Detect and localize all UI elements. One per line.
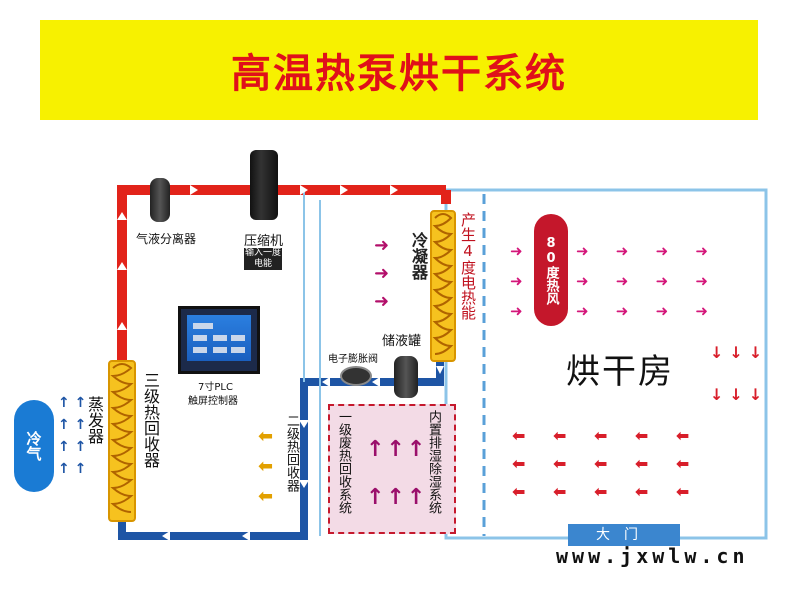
exp-valve-label: 电子膨胀阀 (328, 354, 378, 365)
plc-screen-bar (193, 347, 207, 353)
door-label: 大门 (596, 527, 652, 543)
return-air-arrows-down: ↓↓↓↓↓↓ (710, 343, 769, 404)
cold-pipe (118, 360, 444, 540)
separator-label: 气液分离器 (136, 232, 197, 246)
hot-air-label: 80度热风 (543, 235, 559, 305)
compressor-label: 压缩机 (244, 234, 284, 249)
red-pipe-arrows (117, 185, 398, 330)
heat-output-label: 产生4度电热能 (459, 212, 477, 320)
diagram-title: 高温热泵烘干系统 (231, 51, 567, 97)
cold-air-badge: 冷气 (14, 400, 54, 492)
recovery3-label: 三级热回收器 (141, 372, 160, 468)
recovery2-label: 二级热回收器 (284, 414, 299, 492)
dehumid-label: 内置排湿除湿系统 (426, 410, 441, 514)
hot-air-arrows-left: ➜➜➜ (510, 242, 523, 320)
plc-screen-bar (231, 335, 245, 341)
plc-screen-bar (231, 347, 245, 353)
recovery1-label: 一级废热回收系统 (336, 410, 351, 514)
hot-pipe-top (117, 185, 446, 366)
receiver-icon (394, 356, 418, 398)
cold-air-label: 冷气 (24, 431, 43, 461)
plc-screen-bar (193, 323, 213, 329)
plc-label-1: 7寸PLC (198, 382, 233, 393)
dehumid-box (328, 404, 456, 534)
separator-icon (150, 178, 170, 222)
receiver-label: 储液罐 (382, 334, 422, 349)
blue-pipe-arrows (162, 377, 380, 541)
plc-label-2: 触屏控制器 (188, 396, 238, 407)
exp-valve-icon (340, 366, 372, 386)
evaporator-label: 蒸发器 (85, 396, 104, 444)
door-bar (568, 524, 680, 546)
plc-panel[interactable] (178, 306, 260, 374)
dehumid-arrows: ↑↑↑↑↑↑ (366, 437, 428, 510)
return-air-arrows-left: ⬅ ⬅ ⬅ ⬅ ⬅⬅ ⬅ ⬅ ⬅ ⬅⬅ ⬅ ⬅ ⬅ ⬅ (512, 426, 690, 501)
plc-screen-bar (213, 347, 227, 353)
condenser-label: 冷凝器 (409, 232, 428, 280)
hot-air-badge: 80度热风 (534, 214, 568, 326)
watermark[interactable]: www.jxwlw.cn (556, 544, 749, 568)
title-banner: 高温热泵烘干系统 (40, 20, 758, 120)
plc-screen[interactable] (187, 315, 251, 361)
condenser-coil (430, 210, 456, 362)
plc-screen-bar (193, 335, 207, 341)
recovery2-arrows: ⬅⬅⬅ (258, 426, 274, 507)
plc-screen-bar (213, 335, 227, 341)
hot-air-arrows-right: ➜ ➜ ➜ ➜➜ ➜ ➜ ➜➜ ➜ ➜ ➜ (576, 242, 708, 320)
evaporator-coil (108, 360, 136, 522)
drying-room-label: 烘干房 (566, 352, 674, 392)
cold-air-arrows: ↑ ↑↑ ↑↑ ↑↑ ↑ (58, 395, 87, 477)
condenser-input-arrows: ➜➜➜ (374, 235, 390, 312)
compressor-icon (250, 150, 278, 220)
compressor-tag: 输入一度电能 (244, 248, 282, 270)
